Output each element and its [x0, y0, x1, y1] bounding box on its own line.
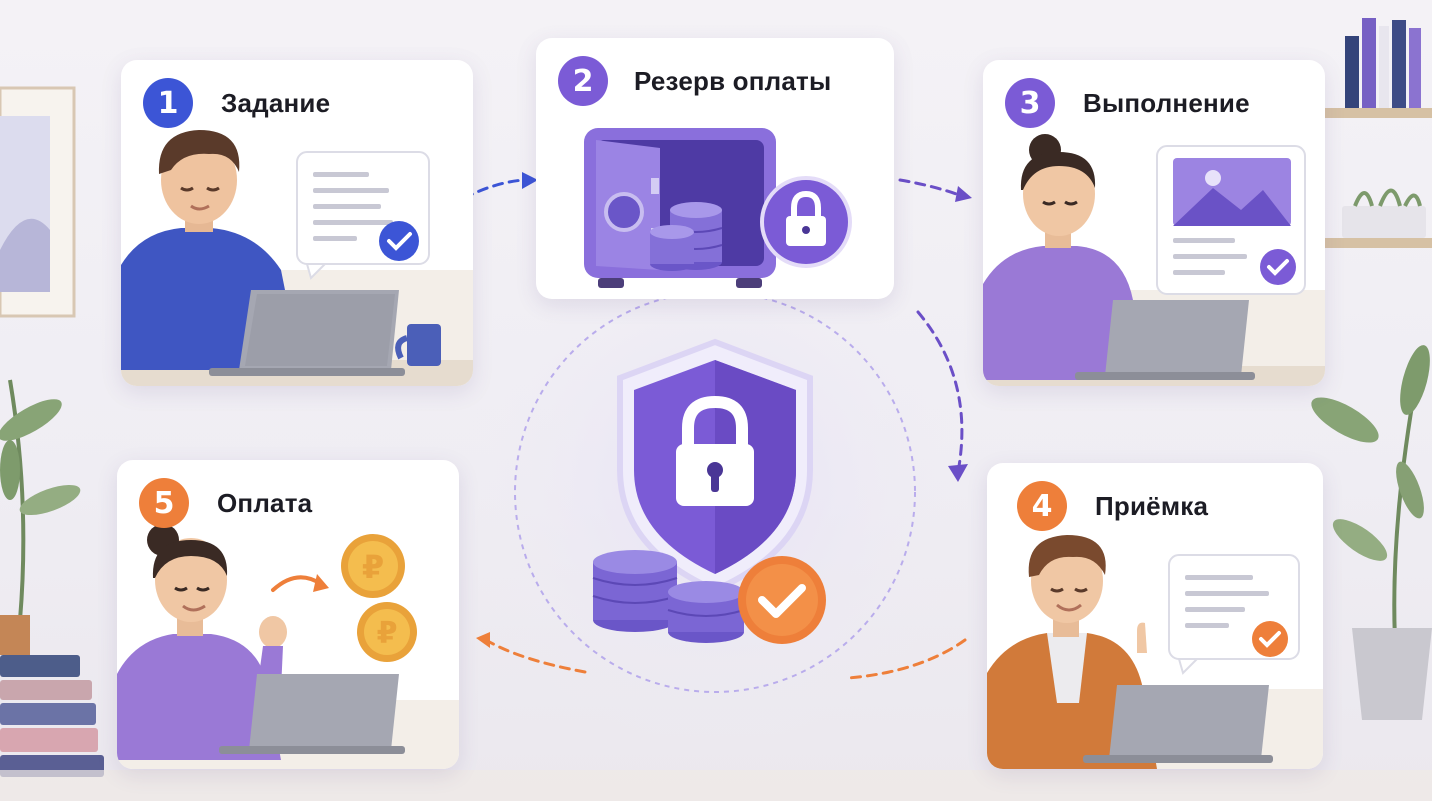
- step-number-badge: 2: [558, 56, 608, 106]
- person-icon: [117, 524, 287, 760]
- wall-picture-icon: [0, 86, 76, 318]
- laptop-icon: [1083, 685, 1273, 763]
- document-icon: [1168, 554, 1300, 675]
- laptop-icon: [1075, 300, 1255, 380]
- plant-icon: [1311, 345, 1432, 720]
- step-card-task: 1 Задание: [121, 60, 473, 386]
- step3-illustration: [983, 134, 1325, 386]
- bookshelf-icon: [1325, 18, 1432, 248]
- mug-icon: [395, 324, 441, 366]
- step-card-acceptance: 4 Приёмка: [987, 463, 1323, 769]
- laptop-icon: [219, 674, 405, 754]
- checkmark-icon: [1260, 249, 1296, 285]
- step-card-payment-reserve: 2 Резерв оплаты: [536, 38, 894, 299]
- checkmark-icon: [379, 221, 419, 261]
- step-card-payment: ₽ ₽ 5 Оплата: [117, 460, 459, 769]
- step-title: Задание: [221, 87, 331, 118]
- ruble-coin-icon: ₽: [341, 534, 405, 598]
- step-card-execution: 3 Выполнение: [983, 60, 1325, 386]
- coins-icon: [592, 550, 745, 643]
- plant-icon: [0, 379, 81, 655]
- padlock-icon: [676, 395, 754, 506]
- checkmark-icon: [1252, 621, 1288, 657]
- safe-icon: [584, 128, 776, 288]
- step-title: Оплата: [217, 487, 313, 518]
- step-number-badge: 3: [1005, 78, 1055, 128]
- step4-illustration: [987, 535, 1323, 769]
- person-icon: [983, 134, 1143, 380]
- step-title: Выполнение: [1083, 87, 1250, 118]
- svg-text:₽: ₽: [377, 616, 398, 651]
- step-title: Приёмка: [1095, 490, 1209, 521]
- step-number-badge: 4: [1017, 481, 1067, 531]
- step-number-badge: 5: [139, 478, 189, 528]
- laptop-icon: [209, 290, 405, 376]
- step1-illustration: [121, 130, 473, 386]
- arrow-icon: [271, 574, 329, 592]
- padlock-icon: [760, 176, 852, 268]
- task-document-icon: [296, 151, 430, 280]
- checkmark-icon: [738, 556, 826, 644]
- ruble-coin-icon: ₽: [357, 602, 417, 662]
- svg-text:₽: ₽: [362, 548, 384, 586]
- step-number-badge: 1: [143, 78, 193, 128]
- step-title: Резерв оплаты: [634, 65, 832, 96]
- step2-illustration: [584, 128, 852, 288]
- coins-icon: [650, 202, 723, 271]
- book-stack-icon: [0, 655, 104, 777]
- step5-illustration: ₽ ₽: [117, 524, 459, 769]
